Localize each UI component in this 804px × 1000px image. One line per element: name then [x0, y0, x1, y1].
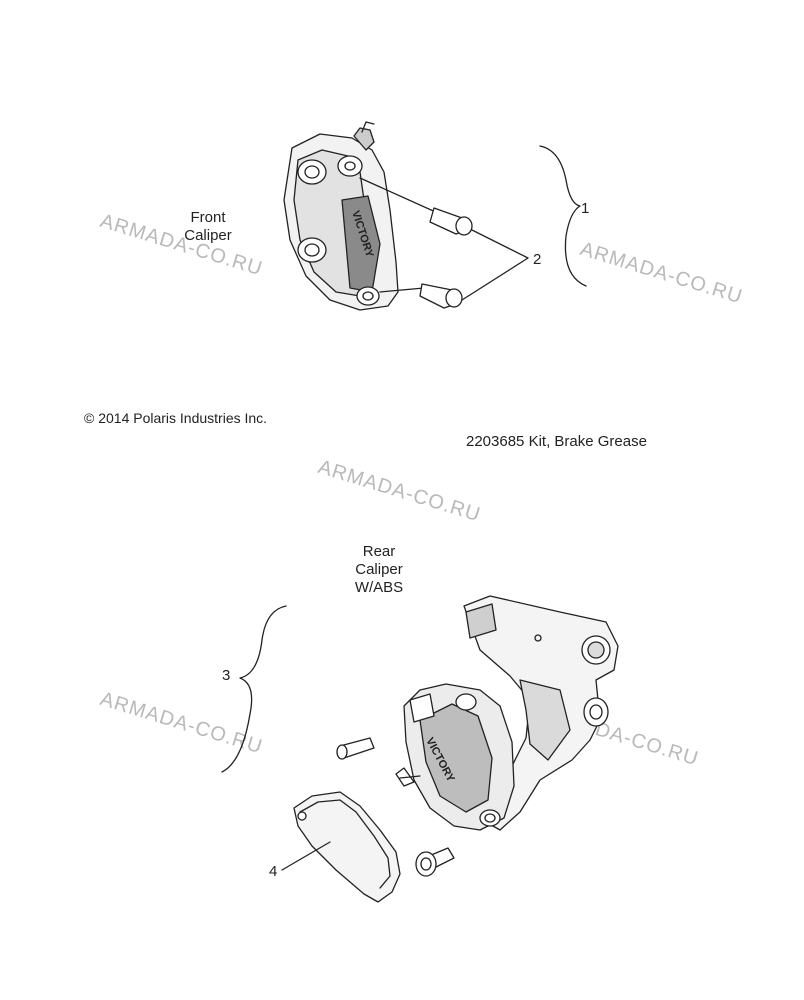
rear-caliper-label-line3: W/ABS	[354, 579, 404, 596]
pad-cover-drawing	[293, 791, 401, 903]
brace-3	[221, 605, 287, 773]
rear-pin	[336, 737, 375, 760]
rear-caliper-label: Rear Caliper W/ABS	[342, 543, 416, 597]
front-caliper-label-line2: Caliper	[184, 227, 232, 244]
callout-2: 2	[533, 251, 542, 268]
brace-1	[539, 145, 587, 287]
front-bolt-upper	[429, 207, 473, 236]
rear-bracket-drawing	[463, 595, 619, 831]
callout-4: 4	[269, 863, 278, 880]
callout-1: 1	[581, 200, 590, 217]
callout-3: 3	[222, 667, 231, 684]
front-bolt-lower	[419, 283, 463, 309]
rear-caliper-drawing	[395, 683, 515, 831]
front-caliper-label-line1: Front	[190, 209, 226, 226]
kit-note: 2203685 Kit, Brake Grease	[466, 433, 647, 450]
front-caliper-drawing	[283, 121, 441, 311]
rear-caliper-label-line1: Rear	[362, 543, 396, 560]
rear-caliper-label-line2: Caliper	[355, 561, 403, 578]
front-caliper-label: Front Caliper	[178, 209, 238, 245]
copyright-text: © 2014 Polaris Industries Inc.	[84, 410, 268, 426]
rear-bolt	[415, 847, 455, 877]
